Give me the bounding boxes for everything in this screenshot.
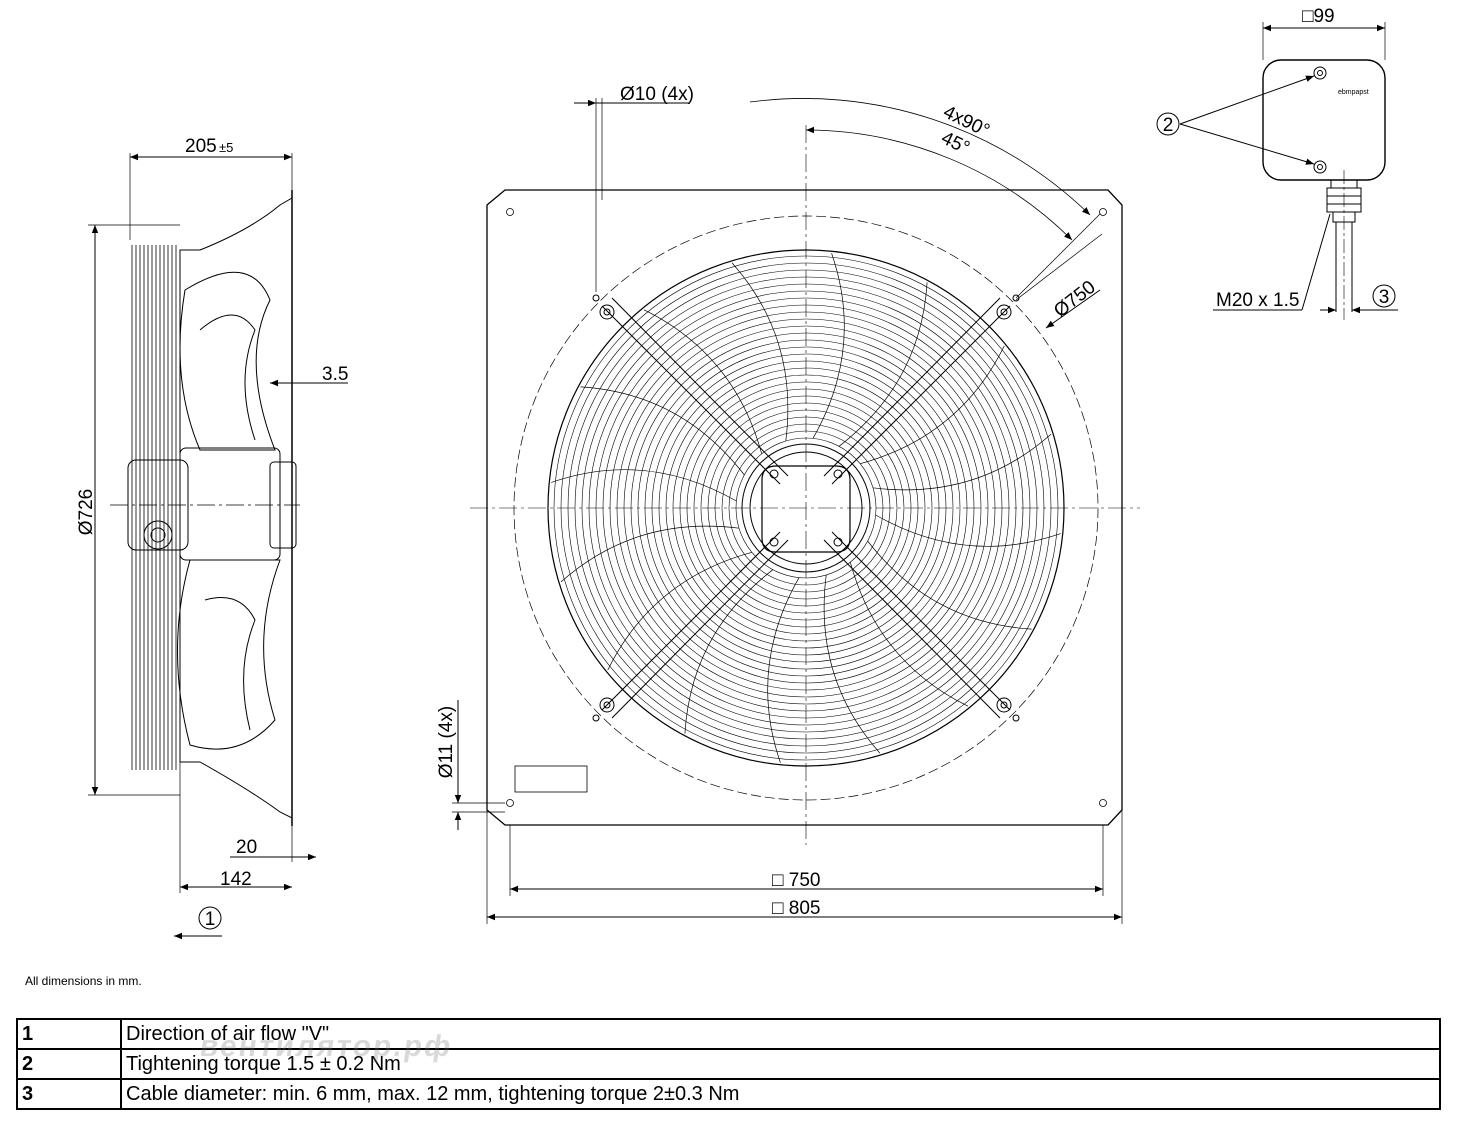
guard-ring bbox=[679, 381, 933, 635]
terminal-box-labels: □99 2 ebmpapst M20 x 1.5 3 bbox=[1163, 6, 1390, 311]
footer-note: All dimensions in mm. bbox=[25, 974, 142, 988]
terminal-box bbox=[1156, 22, 1398, 320]
guard-ring bbox=[595, 297, 1017, 719]
corner-holes bbox=[506, 208, 1107, 807]
guard-spoke bbox=[684, 569, 774, 734]
watermark: вентилятор.рф bbox=[197, 1030, 455, 1063]
cross-struts bbox=[601, 297, 1011, 719]
dim-width-tolerance: ±5 bbox=[219, 140, 233, 155]
dim-inner-square: □ 750 bbox=[772, 870, 820, 891]
side-guard-wires bbox=[131, 245, 177, 770]
technical-drawing: 205 ±5 Ø726 3.5 20 142 1 bbox=[76, 6, 1398, 940]
guard-ring bbox=[665, 367, 947, 649]
guard-ring bbox=[644, 346, 968, 670]
guard-ring bbox=[602, 304, 1010, 712]
guard-ring bbox=[728, 430, 884, 586]
front-view bbox=[452, 98, 1140, 924]
guard-spoke bbox=[731, 262, 789, 442]
dim-holes-top: Ø10 (4x) bbox=[620, 84, 694, 105]
side-housing bbox=[179, 197, 293, 819]
guard-ring bbox=[637, 339, 975, 677]
dim-width: 205 bbox=[185, 136, 217, 157]
guard-spoke bbox=[875, 514, 1061, 547]
guard-ring bbox=[707, 409, 905, 607]
hub-ring bbox=[741, 443, 871, 573]
screw-callout: 2 bbox=[1163, 115, 1174, 136]
dim-outer-square: □ 805 bbox=[772, 898, 820, 919]
guard-ring bbox=[735, 437, 877, 579]
guard-spoke bbox=[860, 345, 1005, 465]
guard-spoke bbox=[823, 574, 881, 754]
guard-ring bbox=[616, 318, 996, 698]
side-view bbox=[88, 153, 348, 940]
guard-ring bbox=[581, 283, 1031, 733]
guard-spoke bbox=[838, 282, 928, 447]
guard-spoke bbox=[849, 562, 969, 707]
guard-ring bbox=[623, 325, 989, 691]
dim-gap: 3.5 bbox=[322, 364, 348, 385]
guard-ring bbox=[651, 353, 961, 663]
terminal-screw-top bbox=[1313, 66, 1327, 80]
dim-depth: 142 bbox=[220, 869, 252, 890]
guard-ring bbox=[714, 416, 898, 600]
guard-spoke bbox=[812, 253, 845, 439]
legend-row: 3 Cable diameter: min. 6 mm, max. 12 mm,… bbox=[16, 1078, 1441, 1110]
guard-ring bbox=[700, 402, 912, 614]
guard-ring bbox=[588, 290, 1024, 726]
guard-ring bbox=[574, 276, 1038, 740]
legend-row: 1 Direction of air flow "V" bbox=[16, 1018, 1441, 1050]
side-blade-lower bbox=[177, 559, 281, 750]
guard-ring bbox=[560, 262, 1052, 754]
guard-ring bbox=[672, 374, 940, 642]
dim-box: □99 bbox=[1302, 6, 1335, 27]
dim-bolt-circle: Ø750 bbox=[1050, 277, 1100, 322]
dim-holes-bottom: Ø11 (4x) bbox=[436, 706, 457, 779]
cable-gland bbox=[1326, 170, 1362, 320]
legend-number: 3 bbox=[16, 1078, 122, 1110]
dim-flange: 20 bbox=[236, 837, 257, 858]
guard-spoke bbox=[767, 577, 800, 763]
cable-callout: 3 bbox=[1379, 287, 1390, 308]
guard-ring bbox=[567, 269, 1045, 747]
guard-ring bbox=[693, 395, 919, 621]
guard-spoke bbox=[607, 551, 752, 671]
guard-spoke bbox=[867, 540, 1032, 630]
guard-ring bbox=[630, 332, 982, 684]
inlet-ring bbox=[547, 249, 1065, 767]
rating-label bbox=[514, 765, 588, 793]
legend-number: 2 bbox=[16, 1048, 122, 1080]
guard-spoke bbox=[580, 386, 745, 476]
dim-diameter: Ø726 bbox=[76, 489, 97, 535]
guard-spoke bbox=[560, 525, 740, 583]
strut-mounts bbox=[592, 294, 1020, 722]
side-view-labels: 205 ±5 Ø726 3.5 20 142 1 bbox=[76, 136, 348, 930]
brand-label: ebmpapst bbox=[1338, 89, 1369, 96]
side-blade-upper bbox=[179, 271, 276, 451]
legend-text: Cable diameter: min. 6 mm, max. 12 mm, t… bbox=[120, 1078, 1441, 1110]
hub-box bbox=[761, 465, 851, 553]
guard-rings bbox=[553, 255, 1059, 761]
terminal-screw-bottom bbox=[1313, 160, 1327, 174]
guard-spokes bbox=[551, 253, 1061, 763]
legend-row: 2 Tightening torque 1.5 ± 0.2 Nm bbox=[16, 1048, 1441, 1080]
guard-spoke bbox=[551, 469, 737, 502]
legend-table: 1 Direction of air flow "V" 2 Tightening… bbox=[16, 1018, 1441, 1110]
terminal-box-body bbox=[1262, 59, 1386, 181]
airflow-callout: 1 bbox=[205, 909, 216, 930]
guard-spoke bbox=[643, 309, 763, 454]
cable-gland-label: M20 x 1.5 bbox=[1216, 290, 1299, 311]
legend-number: 1 bbox=[16, 1018, 122, 1050]
guard-spoke bbox=[872, 433, 1052, 491]
legend-text: Direction of air flow "V" bbox=[120, 1018, 1441, 1050]
legend-text: Tightening torque 1.5 ± 0.2 Nm bbox=[120, 1048, 1441, 1080]
guard-ring bbox=[553, 255, 1059, 761]
guard-ring bbox=[658, 360, 954, 656]
guard-ring bbox=[721, 423, 891, 593]
guard-ring bbox=[686, 388, 926, 628]
front-view-labels: Ø10 (4x) 4x90° 45° Ø750 Ø11 (4x) □ 750 □… bbox=[436, 84, 1100, 919]
guard-ring bbox=[609, 311, 1003, 705]
